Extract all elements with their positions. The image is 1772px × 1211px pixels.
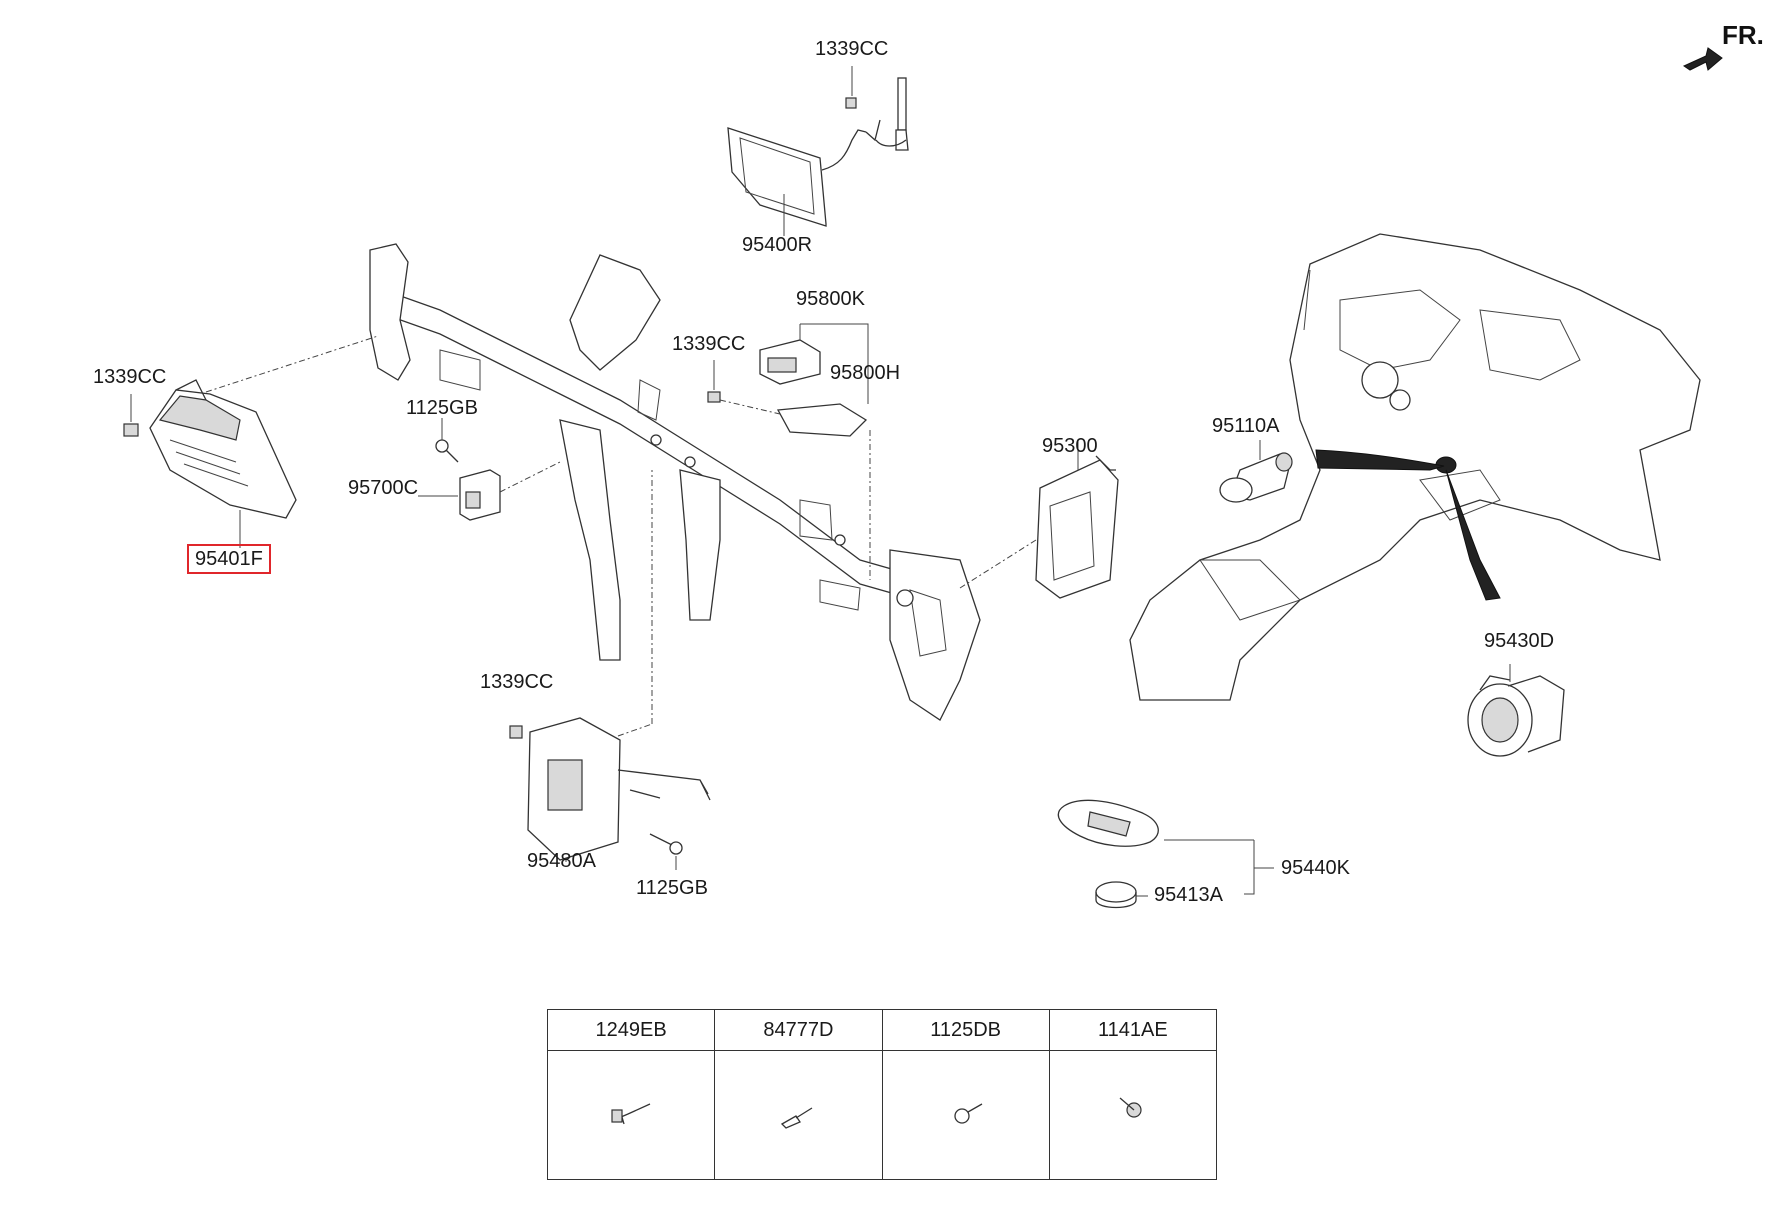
- connector-95800k: [707, 323, 871, 580]
- nut-icon: [123, 423, 139, 437]
- label-1339cc-mid[interactable]: 1339CC: [672, 333, 746, 355]
- fastener-table: 1249EB 84777D 1125DB 1141AE: [546, 1009, 1218, 1180]
- dashboard-console: [1129, 233, 1701, 701]
- fastener-cell-1141ae: [1048, 1050, 1218, 1180]
- module-95401f: [123, 335, 379, 548]
- cowl-crossbar: [369, 243, 981, 721]
- label-95300[interactable]: 95300: [1042, 435, 1098, 457]
- fastener-header-84777d[interactable]: 84777D: [714, 1009, 883, 1051]
- label-1339cc-top[interactable]: 1339CC: [815, 38, 889, 60]
- fastener-table-image-row: [546, 1050, 1218, 1180]
- label-95700c[interactable]: 95700C: [348, 477, 419, 499]
- fastener-cell-84777d: [714, 1050, 883, 1180]
- label-95800h[interactable]: 95800H: [830, 362, 901, 384]
- fastener-header-1141ae[interactable]: 1141AE: [1048, 1009, 1218, 1051]
- label-95440k[interactable]: 95440K: [1281, 857, 1350, 879]
- battery-icon: [1095, 881, 1148, 909]
- label-95800k[interactable]: 95800K: [796, 288, 865, 310]
- antenna-module-95400r: [727, 66, 909, 236]
- label-95480a[interactable]: 95480A: [527, 850, 596, 872]
- module-95480a: [509, 470, 711, 870]
- relay-95700c: [418, 418, 561, 521]
- label-95430d[interactable]: 95430D: [1484, 630, 1555, 652]
- nut-icon: [509, 725, 523, 739]
- front-direction-label: FR.: [1722, 20, 1764, 50]
- start-button-icon: [1467, 664, 1565, 757]
- label-95401f-highlighted[interactable]: 95401F: [187, 544, 271, 574]
- fastener-cell-1125db: [881, 1050, 1050, 1180]
- fastener-table-header-row: 1249EB 84777D 1125DB 1141AE: [546, 1009, 1218, 1051]
- module-95300: [959, 440, 1119, 599]
- label-1339cc-low[interactable]: 1339CC: [480, 671, 554, 693]
- label-1125gb-mid[interactable]: 1125GB: [406, 397, 478, 419]
- nut-icon: [845, 97, 857, 109]
- label-95110a[interactable]: 95110A: [1212, 415, 1280, 437]
- fastener-header-1125db[interactable]: 1125DB: [881, 1009, 1050, 1051]
- nut-icon: [707, 391, 721, 403]
- fastener-header-1249eb[interactable]: 1249EB: [546, 1009, 716, 1051]
- screw-icon: [649, 833, 683, 855]
- label-1339cc-left[interactable]: 1339CC: [93, 366, 167, 388]
- label-95413a[interactable]: 95413A: [1154, 884, 1223, 906]
- screw-icon: [435, 439, 459, 463]
- key-fob-icon: [1057, 799, 1274, 895]
- fr-arrow-icon: [1682, 47, 1723, 71]
- label-1125gb-low[interactable]: 1125GB: [636, 877, 708, 899]
- part-95110a: [1219, 440, 1293, 503]
- label-95400r[interactable]: 95400R: [742, 234, 813, 256]
- fastener-cell-1249eb: [546, 1050, 716, 1180]
